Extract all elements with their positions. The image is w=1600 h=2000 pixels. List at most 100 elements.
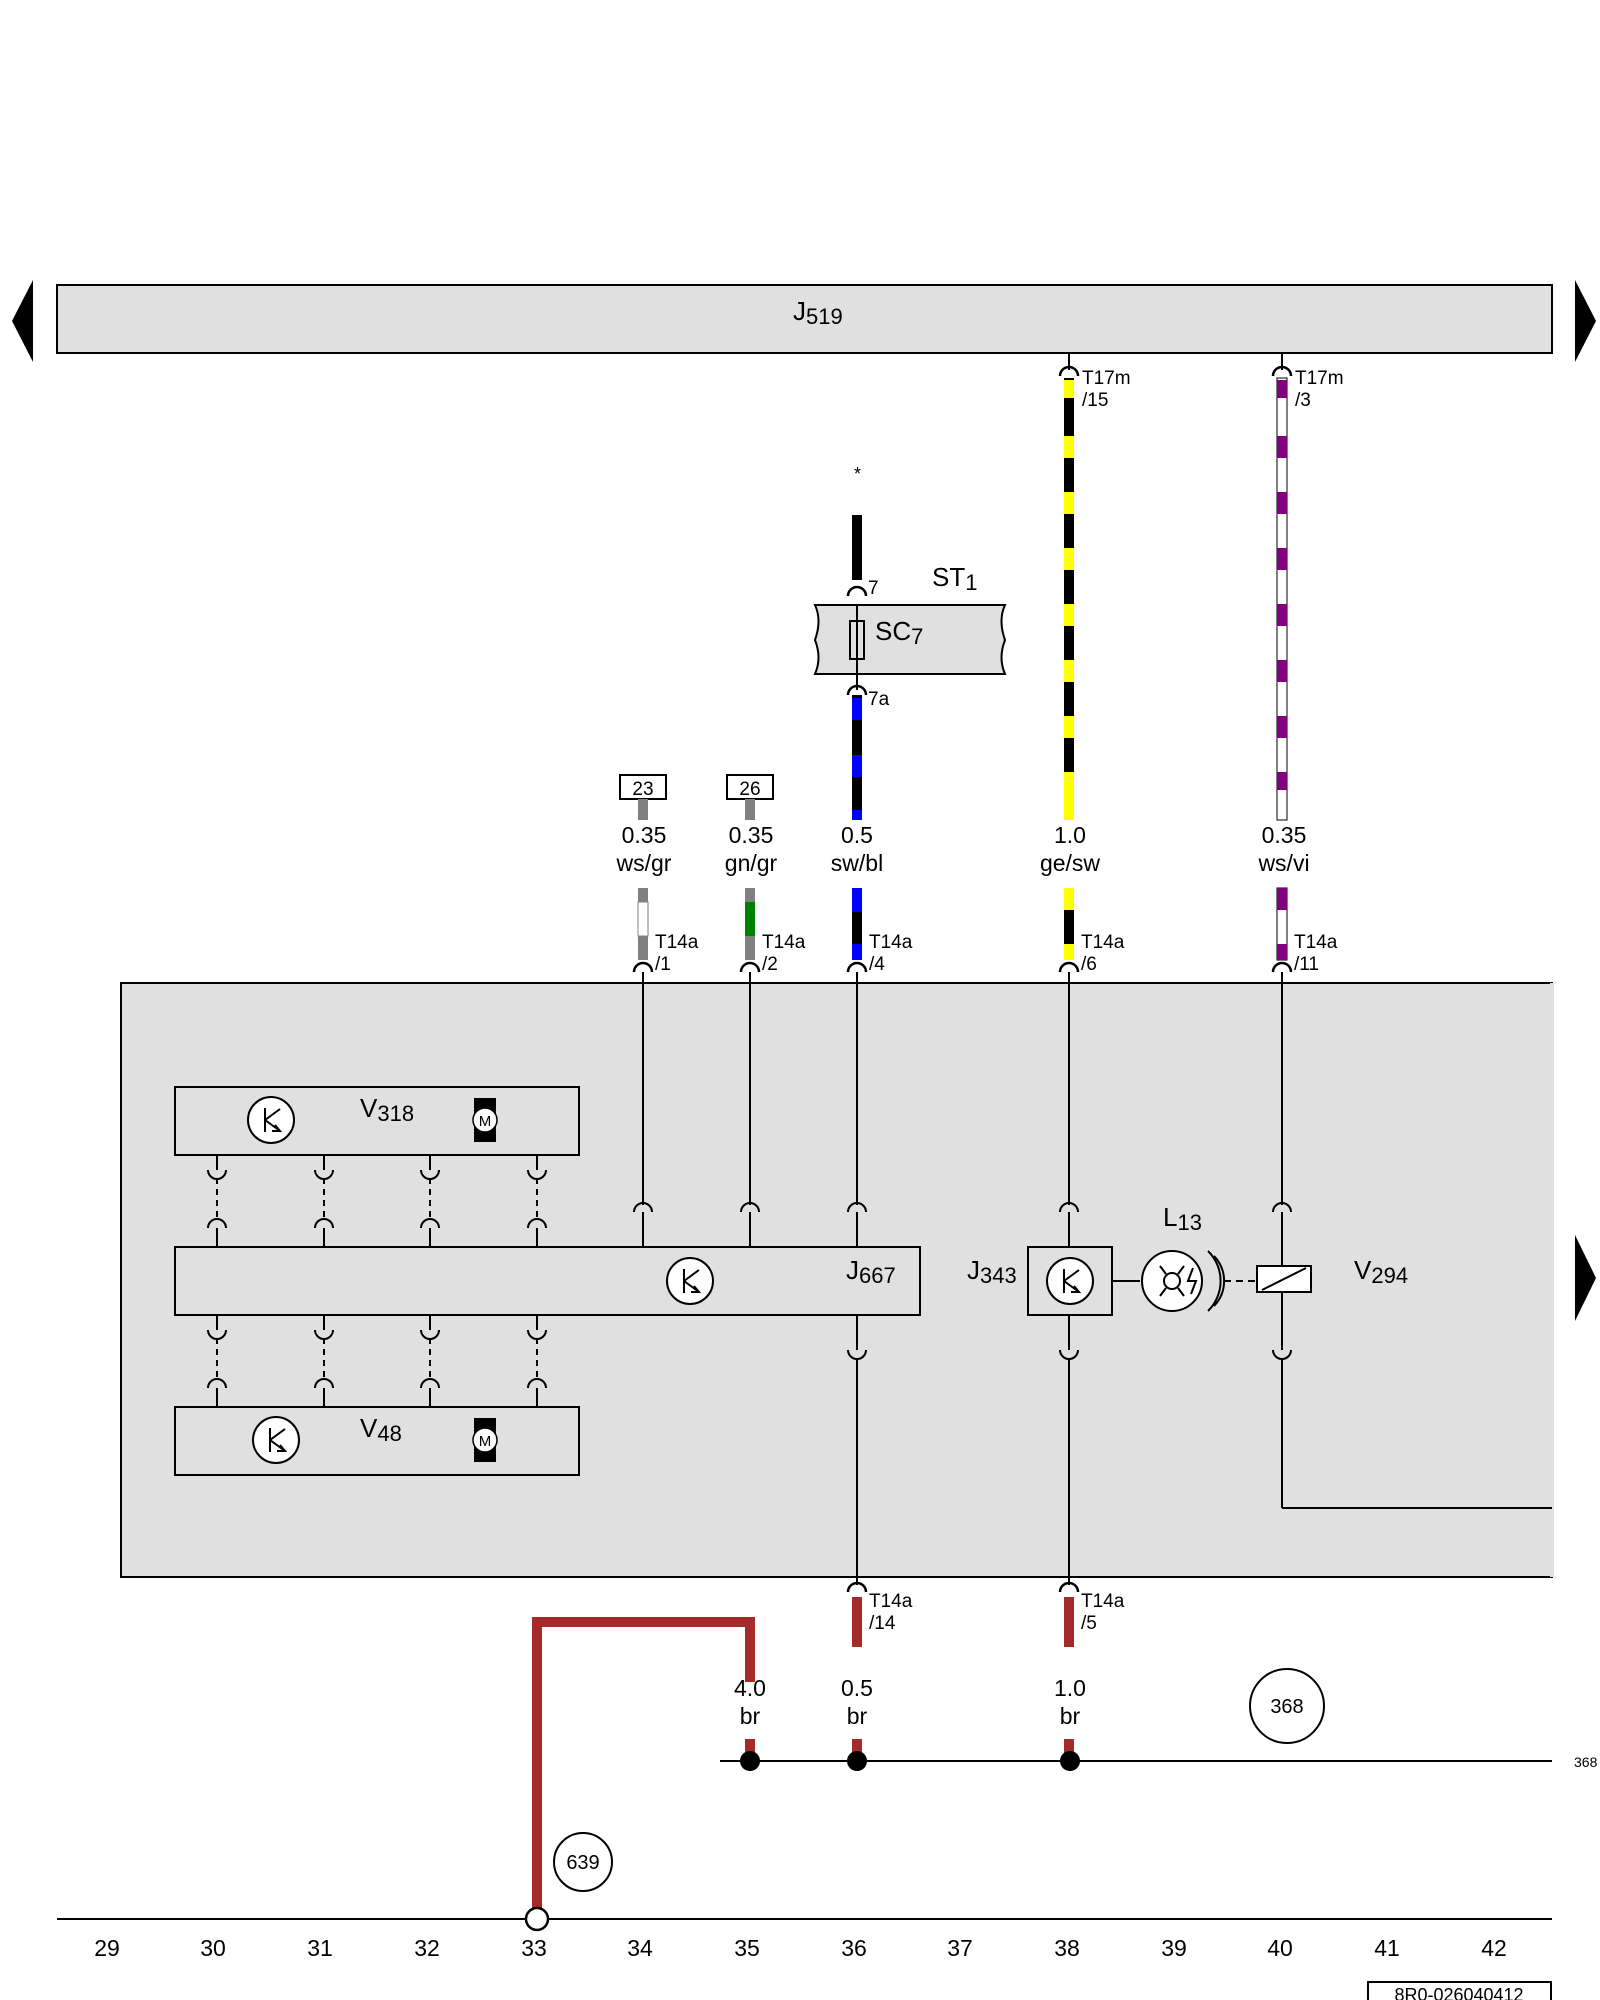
- svg-text:32: 32: [414, 1935, 440, 1961]
- svg-text:M: M: [479, 1113, 492, 1130]
- wire-labels: 0.35 ws/gr 0.35 gn/gr 0.5 sw/bl 1.0 ge/s…: [616, 822, 1310, 876]
- diagram-code: 8R0-026040412: [1394, 1985, 1523, 2000]
- wire-2-color: gn/gr: [725, 850, 778, 876]
- wire-sw-bl-upper: [852, 695, 862, 820]
- wire-2-size: 0.35: [729, 822, 774, 848]
- brown-wire-labels: 4.0 br 0.5 br 1.0 br: [734, 1675, 1086, 1729]
- j667-label: J667: [846, 1255, 896, 1288]
- v318-electronics-icon: [247, 1096, 295, 1144]
- wire-5-size: 0.35: [1262, 822, 1307, 848]
- j667-control-unit: [174, 1246, 921, 1316]
- svg-text:T14a/14: T14a/14: [869, 1591, 913, 1634]
- svg-text:29: 29: [94, 1935, 120, 1961]
- brown-wire-1-color: br: [740, 1703, 761, 1729]
- plug-dashes: [216, 1178, 538, 1382]
- v48-motor-icon: M: [472, 1418, 498, 1462]
- brown-wire-3-size: 1.0: [1054, 1675, 1086, 1701]
- j667-electronics-icon: [666, 1257, 714, 1305]
- j343-label: J343: [967, 1255, 1017, 1288]
- svg-text:36: 36: [841, 1935, 867, 1961]
- st1-label: ST1: [932, 562, 977, 595]
- wire-1-size: 0.35: [622, 822, 667, 848]
- v48-actuator: [174, 1406, 580, 1476]
- supply-wire-black: [852, 515, 862, 580]
- fuse-asterisk: *: [854, 464, 861, 484]
- ground-connection-368-label: 368: [1270, 1696, 1303, 1718]
- diagram-code-box: [1367, 1981, 1552, 2000]
- wire-4-color: ge/sw: [1040, 850, 1100, 876]
- wire-ws-vi-upper: [1276, 377, 1288, 821]
- ground-23-stub: [638, 799, 648, 820]
- brown-wire-1-size: 4.0: [734, 1675, 766, 1701]
- t14a-top-connectors: [632, 961, 1293, 973]
- v318-label: V318: [360, 1093, 414, 1126]
- brown-wires: [532, 1597, 1074, 1919]
- svg-text:41: 41: [1374, 1935, 1400, 1961]
- svg-text:34: 34: [627, 1935, 653, 1961]
- t14a-bottom-connectors: [846, 1581, 1080, 1593]
- svg-text:M: M: [479, 1433, 492, 1450]
- prev-page-arrow[interactable]: [12, 280, 33, 362]
- wire-ws-vi-lower: [1276, 887, 1288, 961]
- sc7-label: SC7: [875, 616, 923, 649]
- t17m-15-label: T17m /15: [1082, 368, 1136, 411]
- svg-text:39: 39: [1161, 1935, 1187, 1961]
- internal-wires: [642, 972, 1552, 1585]
- j519-label: J519: [793, 296, 843, 329]
- grid-numbers: 29 30 31 32 33 34 35 36 37 38 39 40 41 4…: [94, 1935, 1507, 1961]
- svg-text:42: 42: [1481, 1935, 1507, 1961]
- ground-point-26-label: 26: [739, 779, 760, 800]
- brown-wire-2-size: 0.5: [841, 1675, 873, 1701]
- svg-text:T14a/6: T14a/6: [1081, 932, 1125, 975]
- svg-text:35: 35: [734, 1935, 760, 1961]
- v48-electronics-icon: [252, 1416, 300, 1464]
- wire-3-size: 0.5: [841, 822, 873, 848]
- svg-text:38: 38: [1054, 1935, 1080, 1961]
- brown-wire-2-color: br: [847, 1703, 868, 1729]
- svg-text:T14a/11: T14a/11: [1294, 932, 1338, 975]
- brown-wire-3-color: br: [1060, 1703, 1081, 1729]
- l13-gas-discharge-lamp-icon: [1141, 1250, 1226, 1312]
- t17m-3-label: T17m /3: [1295, 368, 1349, 411]
- fuse-pin-in-connector: [846, 585, 868, 597]
- ground-26-stub: [745, 799, 755, 820]
- wire-4-size: 1.0: [1054, 822, 1086, 848]
- svg-text:33: 33: [521, 1935, 547, 1961]
- j519-control-unit: [56, 284, 1553, 354]
- svg-text:T14a/5: T14a/5: [1081, 1591, 1125, 1634]
- ground-connection-639-label: 639: [566, 1852, 599, 1874]
- ground-point-23: [619, 774, 667, 800]
- t14a-bottom-labels: T14a/14 T14a/5: [869, 1591, 1125, 1634]
- wire-sw-bl-lower: [852, 888, 862, 960]
- wire-1-color: ws/gr: [616, 850, 672, 876]
- internal-plug-connectors: [207, 1155, 1292, 1407]
- svg-text:37: 37: [947, 1935, 973, 1961]
- v294-label: V294: [1354, 1255, 1408, 1288]
- ground-junction-dots: [740, 1751, 1080, 1771]
- svg-text:31: 31: [307, 1935, 333, 1961]
- ground-point-26: [726, 774, 774, 800]
- svg-text:T14a/4: T14a/4: [869, 932, 913, 975]
- ground-connection-368: [1249, 1668, 1325, 1744]
- ground-point-23-label: 23: [632, 779, 653, 800]
- svg-text:30: 30: [200, 1935, 226, 1961]
- t14a-top-labels: T14a/1 T14a/2 T14a/4 T14a/6 T14a/11: [655, 932, 1338, 975]
- fuse-pin-in-label: 7: [868, 578, 879, 599]
- wire-ge-sw-upper: [1064, 378, 1074, 820]
- continue-right-arrow[interactable]: [1575, 1235, 1596, 1321]
- wire-gn-gr-lower: [745, 888, 755, 960]
- v318-actuator: [174, 1086, 580, 1156]
- v48-label: V48: [360, 1413, 402, 1446]
- edge-reference-368[interactable]: 368: [1574, 1754, 1598, 1770]
- l13-label: L13: [1163, 1202, 1202, 1235]
- wire-5-color: ws/vi: [1257, 850, 1309, 876]
- j343-electronics-icon: [1046, 1257, 1094, 1305]
- next-page-arrow[interactable]: [1575, 280, 1596, 362]
- ground-point-33: [524, 1906, 550, 1932]
- fuse-pin-out-label: 7a: [868, 689, 890, 710]
- wire-ws-gr-lower: [637, 888, 649, 960]
- v318-motor-icon: M: [472, 1098, 498, 1142]
- svg-text:T14a/2: T14a/2: [762, 932, 806, 975]
- ground-connection-639: [553, 1832, 613, 1892]
